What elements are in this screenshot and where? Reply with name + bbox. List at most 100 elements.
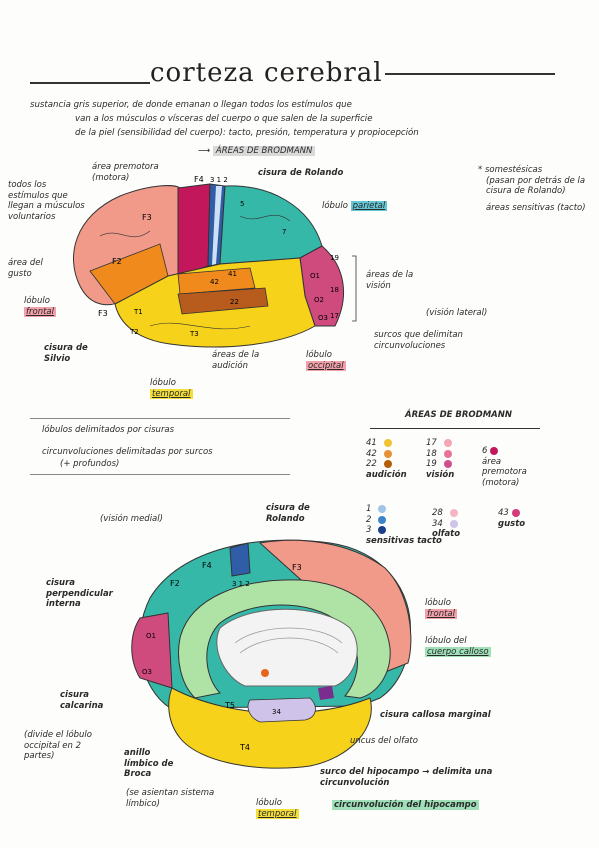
legend-dot: [443, 449, 452, 458]
sensory-strip-light: [212, 186, 222, 265]
note-circunvoluciones: circunvoluciones delimitadas por surcos: [42, 447, 213, 457]
label-t2: T2: [129, 328, 139, 336]
uncus-mark: [318, 686, 334, 700]
circ-hipocampo-label: circunvolución del hipocampo: [332, 800, 479, 810]
legend-number: 3: [366, 525, 372, 535]
legend-number: 28: [432, 508, 443, 518]
notes-rule-top: [30, 418, 290, 419]
label-o1: O1: [310, 272, 320, 280]
medial-label-o1: O1: [146, 632, 156, 640]
todos-estimulos-label: todos los estímulos que llegan a músculo…: [8, 180, 85, 222]
cisura-rolando-label: cisura de Rolando: [258, 168, 344, 178]
legend-dot: [449, 519, 458, 528]
legend-number: 1: [366, 504, 372, 514]
cisura-callosa-label: cisura callosa marginal: [380, 710, 491, 720]
intro-line-1: sustancia gris superior, de donde emanan…: [30, 100, 352, 110]
surcos-label: surcos que delimitan circunvoluciones: [374, 330, 463, 351]
calcarina-desc: (divide el lóbulo occipital en 2 partes): [24, 730, 92, 761]
label-22: 22: [230, 298, 239, 306]
vision-bracket: [352, 255, 357, 322]
medial-label-34: 34: [272, 708, 281, 716]
parietal-region: [219, 185, 323, 265]
label-312: 3 1 2: [210, 176, 228, 184]
legend-dot: [443, 439, 452, 448]
occipital-region: [299, 245, 345, 327]
area-41-region: [177, 267, 256, 295]
legend-item-1: 1: [366, 504, 442, 515]
medial-brain-diagram: F4 F3 F2 3 1 2 O1 O3 T4 T5 34: [131, 539, 412, 769]
legend-dot: [378, 505, 387, 514]
area-22-region: [177, 287, 269, 315]
brodmann-heading: ÁREAS DE BRODMANN: [212, 146, 316, 156]
legend-number: 42: [366, 448, 377, 459]
areas-vision-label: áreas de la visión: [366, 270, 414, 291]
legend-number: 19: [426, 459, 437, 469]
legend-dot: [378, 515, 387, 524]
area-premotora-label: área premotora(motora): [92, 162, 159, 183]
legend-number: 41: [366, 438, 377, 448]
medial-cisura-rolando: cisura de Rolando: [266, 503, 310, 524]
medial-label-312: 3 1 2: [232, 580, 250, 588]
legend-item-28: 28: [432, 508, 460, 519]
label-17: 17: [330, 312, 339, 320]
medial-sensory-strip: [229, 542, 251, 577]
somestesicas-note: * somestésicas (pasan por detrás de la c…: [478, 165, 586, 213]
label-41: 41: [228, 270, 237, 278]
legend-item-2: 2: [366, 515, 442, 526]
legend-dot: [383, 449, 392, 458]
area-gusto-label: área del gusto: [8, 258, 43, 279]
legend-title: ÁREAS DE BRODMANN: [405, 410, 512, 420]
label-f4: F4: [194, 176, 204, 184]
legend-item-19: 19: [426, 459, 454, 470]
page-title: corteza cerebral: [150, 58, 383, 88]
label-7: 7: [282, 228, 286, 236]
anillo-broca-label: anillo límbico de Broca: [124, 748, 174, 779]
note-circ-sub: (+ profundos): [60, 459, 120, 469]
legend-group-label: audición: [366, 469, 407, 480]
legend-item-22: 22: [366, 459, 407, 470]
legend-item-18: 18: [426, 449, 454, 460]
label-t3: T3: [189, 330, 199, 338]
vision-lateral-label: (visión lateral): [426, 308, 488, 318]
label-42: 42: [210, 278, 219, 286]
legend-group-label: visión: [426, 469, 455, 480]
label-18: 18: [330, 286, 339, 294]
label-19: 19: [330, 254, 339, 262]
lateral-brain-diagram: F3 F2 F3 F4 3 1 2 5 7 O1 19 18 17 O2 O3 …: [73, 176, 357, 348]
medial-label-t5: T5: [224, 701, 235, 710]
cisura-perpendicular-label: cisura perpendicular interna: [46, 578, 113, 609]
surco-hipocampo-label: surco del hipocampo → delimita una circu…: [320, 767, 493, 788]
legend-number: 22: [366, 459, 377, 469]
legend-premotora: 6 área premotora (motora): [482, 446, 527, 488]
legend-dot: [378, 526, 387, 535]
area-34-region: [247, 697, 316, 723]
legend-rule: [370, 428, 540, 429]
anillo-desc: (se asientan sistema límbico): [126, 788, 215, 809]
label-o2: O2: [314, 296, 324, 304]
cisura-silvio-label: cisura de Silvio: [44, 343, 88, 364]
legend-dot: [383, 439, 392, 448]
intro-line-2: van a los músculos o vísceras del cuerpo…: [75, 114, 373, 124]
legend-dot: [449, 509, 458, 518]
red-nucleus-dot: [261, 669, 269, 677]
label-5: 5: [240, 200, 244, 208]
cisura-calcarina-label: cisura calcarina: [60, 690, 104, 711]
label-t1: T1: [133, 308, 143, 316]
legend-dot: [443, 460, 452, 469]
brodmann-heading-arrow: ⟶ ÁREAS DE BRODMANN: [198, 146, 316, 157]
legend-group-label: sensitivas tacto: [366, 535, 442, 546]
label-f3a: F3: [142, 213, 152, 222]
medial-label-f3: F3: [292, 563, 302, 572]
legend-number: 18: [426, 448, 437, 459]
note-lobulos: lóbulos delimitados por cisuras: [42, 425, 175, 435]
medial-label-f2: F2: [170, 579, 180, 588]
lobulo-parietal-label: lóbulo parietal: [322, 201, 388, 211]
notes-rule-bottom: [30, 474, 290, 475]
legend-number: 17: [426, 438, 437, 448]
label-o3: O3: [318, 314, 328, 322]
